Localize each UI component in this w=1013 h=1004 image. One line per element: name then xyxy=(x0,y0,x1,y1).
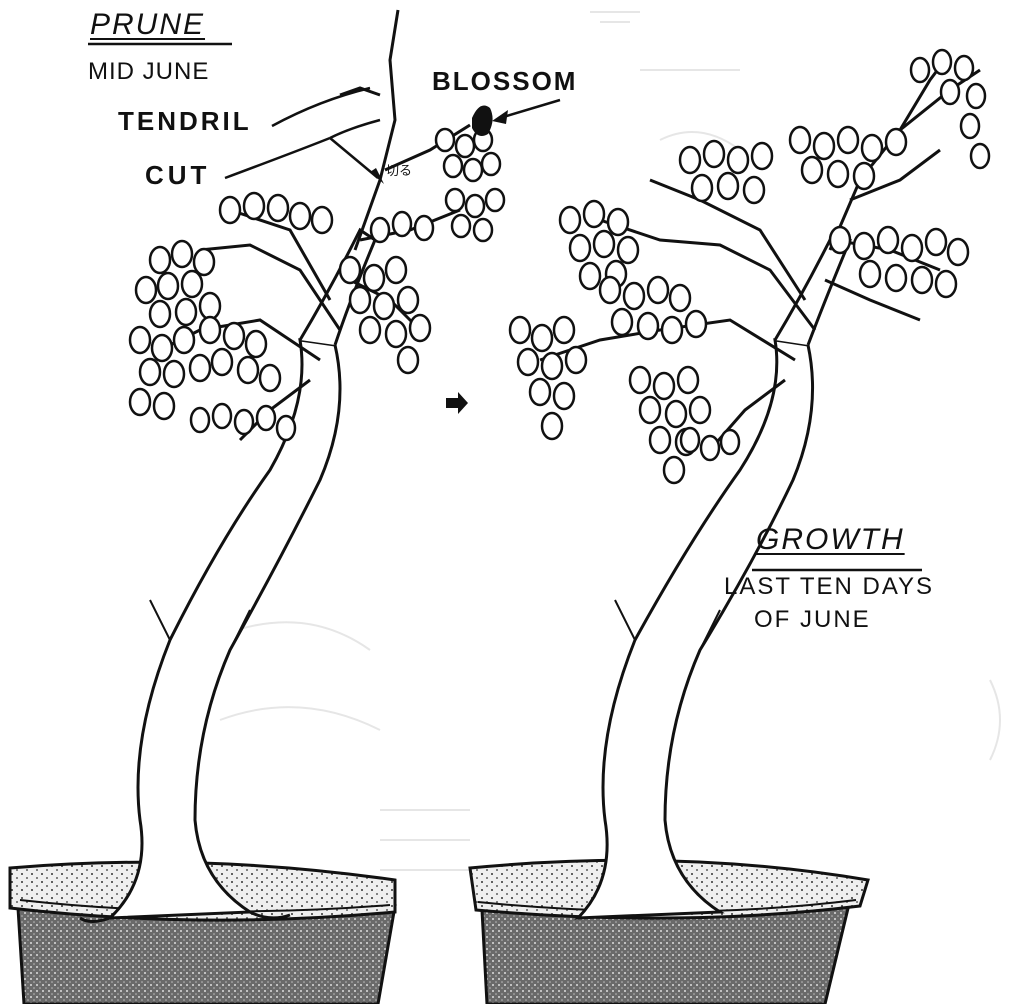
cut-label: CUT xyxy=(145,160,210,191)
growth-title: GROWTH xyxy=(756,523,905,557)
prune-title: PRUNE xyxy=(90,8,205,42)
cut-point-mark: 切る xyxy=(386,160,412,179)
tendril-label: TENDRIL xyxy=(118,106,252,137)
blossom-label: BLOSSOM xyxy=(432,66,577,97)
tendril-leader xyxy=(272,88,370,126)
blossom-arrow-icon xyxy=(492,110,508,124)
cut-leader-3 xyxy=(330,120,380,138)
prune-subtitle: MID JUNE xyxy=(88,58,209,86)
blossom-leader xyxy=(500,100,560,118)
cut-leader-1 xyxy=(225,138,330,178)
growth-subtitle-line2: OF JUNE xyxy=(754,606,871,634)
growth-subtitle-line1: LAST TEN DAYS xyxy=(724,573,934,601)
transition-arrow-icon xyxy=(446,392,468,414)
